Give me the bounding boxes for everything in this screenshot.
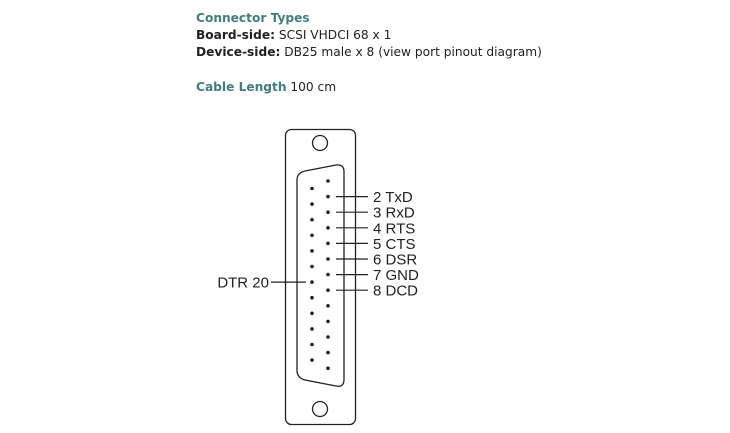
d-sub-shroud <box>296 164 345 387</box>
connector-types-heading: Connector Types <box>196 11 310 25</box>
pin-14 <box>310 186 314 191</box>
connector-shell <box>284 128 357 426</box>
device-side-label: Device-side: <box>196 45 281 59</box>
pin-label-4: 4 RTS <box>373 220 415 237</box>
pin-leads <box>271 196 368 291</box>
pin-16 <box>310 217 314 222</box>
pin-7 <box>326 272 330 277</box>
pin-group <box>310 179 330 371</box>
view-pinout-link[interactable]: (view port pinout diagram) <box>378 45 542 59</box>
bottom-mounting-hole <box>311 400 329 418</box>
pin-15 <box>310 202 314 206</box>
cable-length-label: Cable Length <box>196 80 287 94</box>
pin-8 <box>326 288 330 293</box>
cable-length-row: Cable Length 100 cm <box>196 79 542 96</box>
pin-18 <box>310 249 314 253</box>
pin-12 <box>326 350 330 355</box>
pin-3 <box>326 210 330 214</box>
pin-label-2: 2 TxD <box>373 189 413 206</box>
board-side-label: Board-side: <box>196 28 275 42</box>
device-side-row: Device-side: DB25 male x 8 (view port pi… <box>196 44 542 61</box>
pin-label-20: DTR 20 <box>217 275 269 292</box>
board-side-value: SCSI VHDCI 68 x 1 <box>278 28 392 42</box>
pin-11 <box>326 335 330 339</box>
pin-21 <box>310 295 314 300</box>
pin-23 <box>310 327 314 331</box>
pin-1 <box>326 179 330 183</box>
pin-22 <box>310 311 314 316</box>
pin-5 <box>326 241 330 246</box>
pin-17 <box>310 233 314 238</box>
pin-label-6: 6 DSR <box>373 252 417 269</box>
connector-specs: Connector Types Board-side: SCSI VHDCI 6… <box>196 10 542 96</box>
pin-13 <box>326 366 330 371</box>
pin-label-7: 7 GND <box>373 267 419 284</box>
pin-10 <box>326 319 330 324</box>
pin-label-8: 8 DCD <box>373 283 418 300</box>
board-side-row: Board-side: SCSI VHDCI 68 x 1 <box>196 27 542 44</box>
cable-length-value: 100 cm <box>290 80 337 94</box>
pin-6 <box>326 257 330 261</box>
pin-24 <box>310 342 314 347</box>
device-side-value: DB25 male x 8 <box>284 45 375 59</box>
top-mounting-hole <box>311 134 329 152</box>
pin-19 <box>310 264 314 269</box>
pin-25 <box>310 358 314 362</box>
pin-label-5: 5 CTS <box>373 236 416 253</box>
pin-9 <box>326 304 330 308</box>
pin-20 <box>310 280 314 284</box>
pin-2 <box>326 194 330 199</box>
pin-label-3: 3 RxD <box>373 205 415 222</box>
pin-4 <box>326 226 330 230</box>
